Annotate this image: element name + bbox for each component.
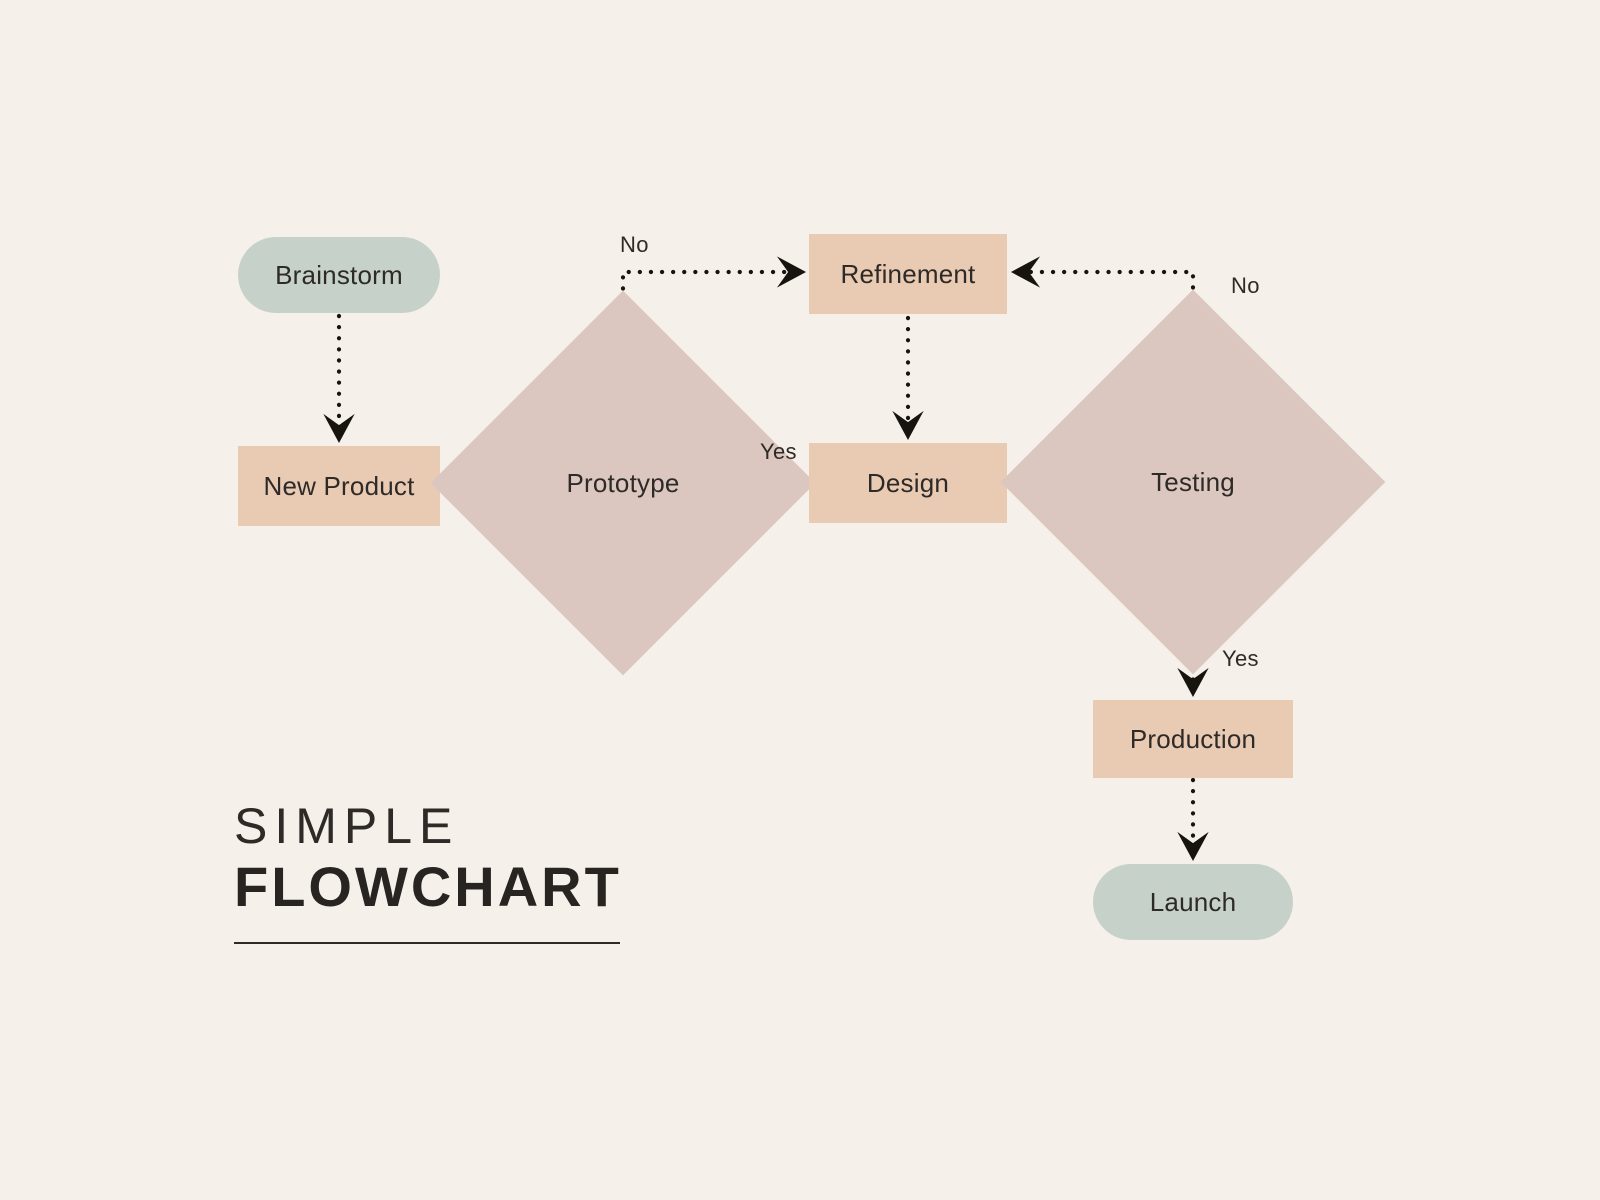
title-line-simple: SIMPLE [234, 798, 460, 854]
edge-label-yes-prototype: Yes [760, 439, 797, 464]
edge-label-yes-testing: Yes [1222, 646, 1259, 671]
node-design[interactable]: Design [809, 443, 1007, 523]
node-brainstorm[interactable]: Brainstorm [238, 237, 440, 313]
node-label-testing: Testing [1151, 466, 1235, 497]
edge-label-no-testing: No [1231, 273, 1260, 298]
node-new-product[interactable]: New Product [238, 446, 440, 526]
node-label-launch: Launch [1149, 886, 1237, 917]
node-label-refinement: Refinement [840, 258, 976, 289]
node-launch[interactable]: Launch [1093, 864, 1293, 940]
node-refinement[interactable]: Refinement [809, 234, 1007, 314]
node-testing[interactable]: Testing [1000, 289, 1386, 675]
edge-label-no-prototype: No [620, 232, 649, 257]
node-label-new-product: New Product [263, 470, 415, 501]
node-label-production: Production [1129, 723, 1257, 754]
title-underline-rule [234, 942, 620, 945]
node-label-prototype: Prototype [566, 467, 680, 498]
title-block: SIMPLE FLOWCHART [234, 798, 704, 945]
title-line-flowchart: FLOWCHART [234, 855, 622, 918]
node-prototype[interactable]: Prototype [430, 290, 816, 676]
node-label-design: Design [866, 467, 950, 498]
node-production[interactable]: Production [1093, 700, 1293, 778]
node-label-brainstorm: Brainstorm [275, 259, 403, 290]
